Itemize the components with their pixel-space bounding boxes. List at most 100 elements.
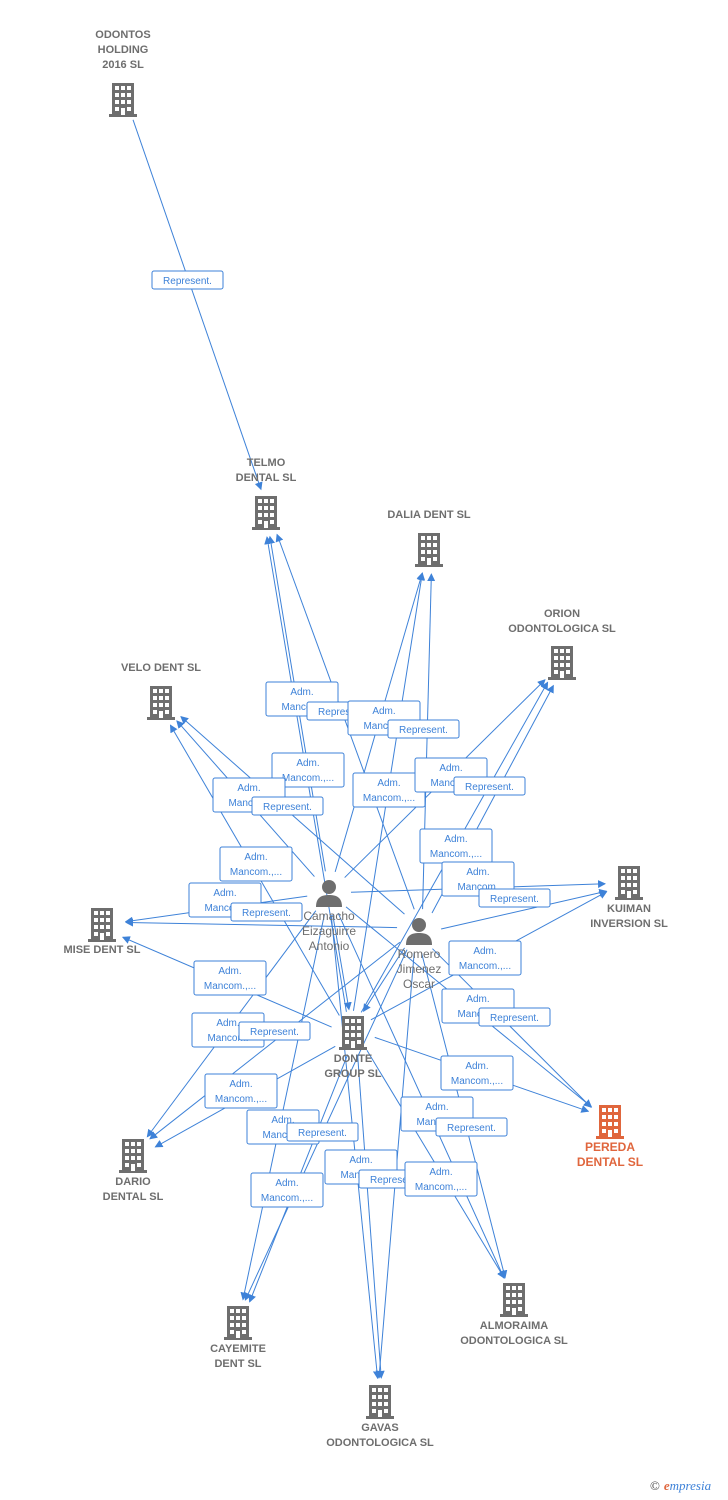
edge-label[interactable]: Adm.Mancom.,... xyxy=(250,1172,324,1208)
edge-label-text: Adm. xyxy=(229,1079,252,1090)
edge-label[interactable]: Represent. xyxy=(251,796,324,816)
empresia-logo[interactable]: ©empresia xyxy=(650,1478,711,1494)
edge-label[interactable]: Represent. xyxy=(387,719,460,739)
edge-label-box[interactable] xyxy=(230,902,303,922)
building-icon xyxy=(366,1385,394,1419)
building-icon xyxy=(548,646,576,680)
edge-label-text: Represent. xyxy=(370,1175,419,1186)
edge-label-text: Adm. xyxy=(466,994,489,1005)
edge-label-box[interactable] xyxy=(478,888,551,908)
edge-label[interactable]: Represent. xyxy=(151,270,224,290)
company-name-line: DONTE xyxy=(334,1053,373,1065)
edge-label-box[interactable] xyxy=(453,776,526,796)
person-name-line: Romero xyxy=(398,947,441,961)
edge-label-text: Mancom. xyxy=(207,1033,248,1044)
edge-label-text: Adm. xyxy=(429,1167,452,1178)
company-name-line: KUIMAN xyxy=(607,903,651,915)
edge-label[interactable]: Represent. xyxy=(478,888,551,908)
edge-label-box[interactable] xyxy=(250,1172,324,1208)
edge-label-text: Adm. xyxy=(296,758,319,769)
edge-romero-to-kuiman xyxy=(441,888,608,930)
edge-romero-to-telmo xyxy=(275,533,415,910)
edge-label[interactable]: Adm. Mancom.,... xyxy=(193,960,267,996)
edge-label[interactable]: Represent. xyxy=(478,1007,551,1027)
edge-label[interactable]: Adm. Mancom.,... xyxy=(204,1073,278,1109)
edge-label[interactable]: Represent. xyxy=(238,1021,311,1041)
edge-label-box[interactable] xyxy=(151,270,224,290)
edge-label-text: Adm. xyxy=(218,966,241,977)
edge-label-text: Adm. xyxy=(439,763,462,774)
edge-label-box[interactable] xyxy=(435,1117,508,1137)
person-icon xyxy=(316,880,342,907)
edge-label[interactable]: Adm.Mancom.,... xyxy=(448,940,522,976)
edge-label-box[interactable] xyxy=(271,752,345,788)
edge-label[interactable]: Adm.Mancom. xyxy=(441,861,515,897)
edge-label-text: Mancom.,... xyxy=(215,1094,267,1105)
edge-romero-to-dario xyxy=(149,941,401,1140)
edge-label-box[interactable] xyxy=(404,1161,478,1197)
edge-label-text: Adm. xyxy=(349,1155,372,1166)
edge-label[interactable]: Adm.Mancom.,... xyxy=(419,828,493,864)
edge-label-box[interactable] xyxy=(286,1122,359,1142)
company-name-line: DALIA DENT SL xyxy=(387,509,471,521)
edge-romero-to-mise xyxy=(125,918,398,929)
company-velo[interactable]: VELO DENT SL xyxy=(121,662,201,720)
edge-label-text: Adm. xyxy=(465,1061,488,1072)
edge-label[interactable]: Adm.Mancom.,... xyxy=(271,752,345,788)
person-name-line: Camacho xyxy=(303,909,355,923)
edge-label-box[interactable] xyxy=(387,719,460,739)
edge-label-box[interactable] xyxy=(440,1055,514,1091)
edge-label-text: Represent. xyxy=(250,1027,299,1038)
edge-label-box[interactable] xyxy=(238,1021,311,1041)
edge-label-text: Mancom.,... xyxy=(204,981,256,992)
building-icon xyxy=(615,866,643,900)
edge-label-box[interactable] xyxy=(441,861,515,897)
edge-label[interactable]: Adm.Mancom.,... xyxy=(440,1055,514,1091)
edge-label-text: Represent. xyxy=(263,802,312,813)
edge-label-text: Represent. xyxy=(465,782,514,793)
edge-camacho-to-donte xyxy=(332,914,352,1011)
edge-label-text: Mancom. xyxy=(457,882,498,893)
company-name-line: GAVAS xyxy=(361,1422,399,1434)
edge-label-box[interactable] xyxy=(251,796,324,816)
company-name-line: MISE DENT SL xyxy=(63,944,140,956)
edge-label-box[interactable] xyxy=(219,846,293,882)
edge-label[interactable]: Represent. xyxy=(453,776,526,796)
company-name-line: ORION xyxy=(544,608,580,620)
edge-label[interactable]: Adm.Mancom.,... xyxy=(219,846,293,882)
edge-label-text: Represent. xyxy=(490,1013,539,1024)
company-dalia[interactable]: DALIA DENT SL xyxy=(387,509,471,567)
edge-label[interactable]: Represent. xyxy=(286,1122,359,1142)
edge-label-text: Mancom.,... xyxy=(430,849,482,860)
building-icon xyxy=(596,1105,624,1139)
edge-odontos-to-telmo xyxy=(132,119,263,491)
edge-label[interactable]: Adm.Mancom.,... xyxy=(352,772,426,808)
edge-label[interactable]: Adm.Mancom.,... xyxy=(404,1161,478,1197)
company-name-line: DARIO xyxy=(115,1176,151,1188)
edge-label-box[interactable] xyxy=(193,960,267,996)
edge-label-text: Mancom. xyxy=(228,798,269,809)
edge-label-text: Represent. xyxy=(242,908,291,919)
edge-label-box[interactable] xyxy=(204,1073,278,1109)
edge-label-box[interactable] xyxy=(448,940,522,976)
edge-label-box[interactable] xyxy=(478,1007,551,1027)
company-name-line: ODONTOLOGICA SL xyxy=(460,1335,568,1347)
edge-camacho-to-gavas xyxy=(330,914,381,1380)
company-mise[interactable]: MISE DENT SL xyxy=(63,908,141,956)
edge-label[interactable]: Represent. xyxy=(435,1117,508,1137)
edge-label-text: Adm. xyxy=(237,783,260,794)
edge-label[interactable]: Represent. xyxy=(230,902,303,922)
